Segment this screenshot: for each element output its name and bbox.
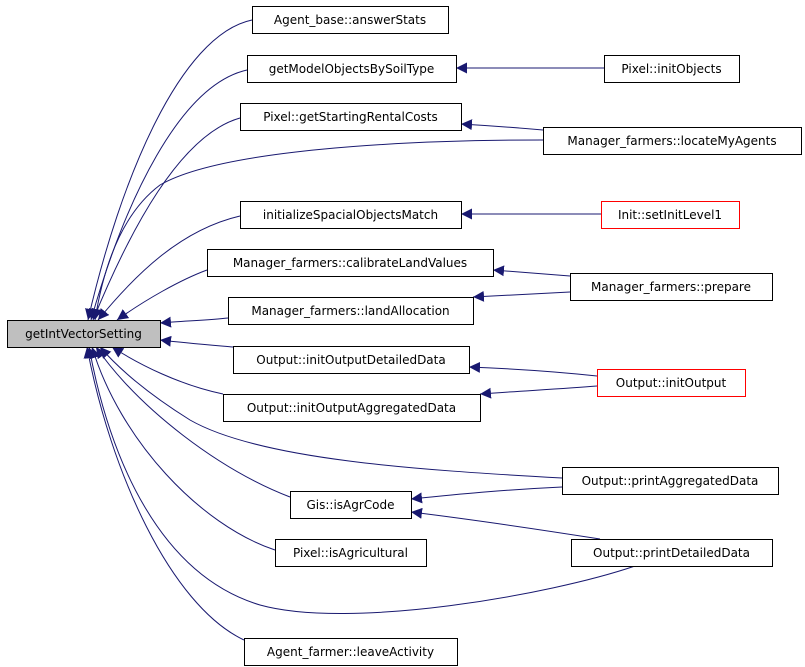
edge-calibrate-to-root [116, 269, 208, 321]
edge-getStartingRental-to-root [92, 117, 241, 321]
node-box [275, 539, 427, 567]
node-box [570, 273, 773, 301]
node-label: Gis::isAgrCode [306, 498, 394, 512]
edges-layer [83, 19, 636, 641]
node-label: getIntVectorSetting [25, 327, 142, 341]
node-isAgrCode[interactable]: Gis::isAgrCode [290, 491, 412, 519]
node-box [601, 201, 740, 229]
edge-locateMyAgents-to-root [91, 139, 544, 321]
node-initObjects[interactable]: Pixel::initObjects [604, 55, 740, 83]
node-label: Output::printDetailedData [593, 546, 750, 560]
node-box [562, 467, 779, 495]
node-box [543, 127, 802, 155]
node-label: Pixel::getStartingRentalCosts [263, 110, 438, 124]
edge-printAggregated-to-root [99, 346, 563, 479]
node-box [571, 539, 773, 567]
node-box [290, 491, 412, 519]
edge-printAggregated-to-isAgrCode [410, 486, 563, 504]
edge-landAllocation-to-root [159, 316, 229, 328]
node-label: Output::initOutputAggregatedData [247, 401, 456, 415]
node-isAgricultural[interactable]: Pixel::isAgricultural [275, 539, 427, 567]
edge-initOutAggregated-to-root [111, 346, 224, 395]
node-prepare[interactable]: Manager_farmers::prepare [570, 273, 773, 301]
node-box [207, 249, 494, 277]
edge-printDetailed-to-root [85, 346, 636, 615]
node-label: getModelObjectsBySoilType [269, 62, 435, 76]
node-box [604, 55, 740, 83]
node-box [597, 369, 746, 397]
edge-isAgricultural-to-root [89, 346, 276, 551]
node-label: Agent_base::answerStats [274, 13, 426, 27]
node-box [7, 320, 161, 348]
node-initSpacial[interactable]: initializeSpacialObjectsMatch [240, 201, 462, 229]
nodes-layer: getIntVectorSetting Agent_base::answerSta… [7, 6, 802, 666]
node-label: Init::setInitLevel1 [618, 208, 722, 222]
node-box [233, 346, 470, 374]
node-getModelObjects[interactable]: getModelObjectsBySoilType [247, 55, 457, 83]
node-landAllocation[interactable]: Manager_farmers::landAllocation [228, 297, 474, 325]
edge-leaveActivity-to-root [83, 346, 245, 641]
edge-answerStats-to-root [85, 19, 253, 321]
node-box [228, 297, 474, 325]
node-setInitLevel1[interactable]: Init::setInitLevel1 [601, 201, 740, 229]
node-initOutDetailed[interactable]: Output::initOutputDetailedData [233, 346, 470, 374]
node-label: Manager_farmers::calibrateLandValues [233, 256, 467, 270]
node-label: Pixel::initObjects [621, 62, 721, 76]
node-initOutAggregated[interactable]: Output::initOutputAggregatedData [223, 394, 481, 422]
node-box [223, 394, 481, 422]
node-label: Output::initOutput [616, 376, 727, 390]
node-label: Output::printAggregatedData [582, 474, 759, 488]
node-box [240, 103, 462, 131]
node-label: Manager_farmers::locateMyAgents [567, 134, 776, 148]
edge-initOutDetailed-to-root [159, 335, 234, 348]
node-printDetailed[interactable]: Output::printDetailedData [571, 539, 773, 567]
node-getStartingRental[interactable]: Pixel::getStartingRentalCosts [240, 103, 462, 131]
node-box [252, 6, 449, 34]
node-calibrate[interactable]: Manager_farmers::calibrateLandValues [207, 249, 494, 277]
edge-isAgrCode-to-root [95, 346, 291, 498]
node-label: Manager_farmers::landAllocation [251, 304, 449, 318]
node-answerStats[interactable]: Agent_base::answerStats [252, 6, 449, 34]
node-box [240, 201, 462, 229]
edge-getModelObjects-to-root [88, 69, 248, 321]
edge-initOutput-to-initOutAggregated [479, 385, 598, 399]
node-label: Output::initOutputDetailedData [256, 353, 445, 367]
edge-prepare-to-calibrate [492, 265, 571, 277]
node-leaveActivity[interactable]: Agent_farmer::leaveActivity [244, 638, 458, 666]
node-label: Pixel::isAgricultural [293, 546, 408, 560]
edge-initSpacial-to-root [97, 215, 241, 321]
node-box [247, 55, 457, 83]
node-locateMyAgents[interactable]: Manager_farmers::locateMyAgents [543, 127, 802, 155]
edge-prepare-to-landAllocation [472, 290, 571, 302]
node-box [244, 638, 458, 666]
node-printAggregated[interactable]: Output::printAggregatedData [562, 467, 779, 495]
node-label: initializeSpacialObjectsMatch [263, 208, 438, 222]
edge-initOutput-to-initOutDetailed [468, 361, 598, 377]
node-root[interactable]: getIntVectorSetting [7, 320, 161, 348]
node-label: Manager_farmers::prepare [591, 280, 751, 294]
edge-locateMyAgents-to-getStartingRental [460, 119, 544, 131]
edge-printDetailed-to-isAgrCode [410, 507, 601, 540]
node-initOutput[interactable]: Output::initOutput [597, 369, 746, 397]
node-label: Agent_farmer::leaveActivity [267, 645, 434, 659]
